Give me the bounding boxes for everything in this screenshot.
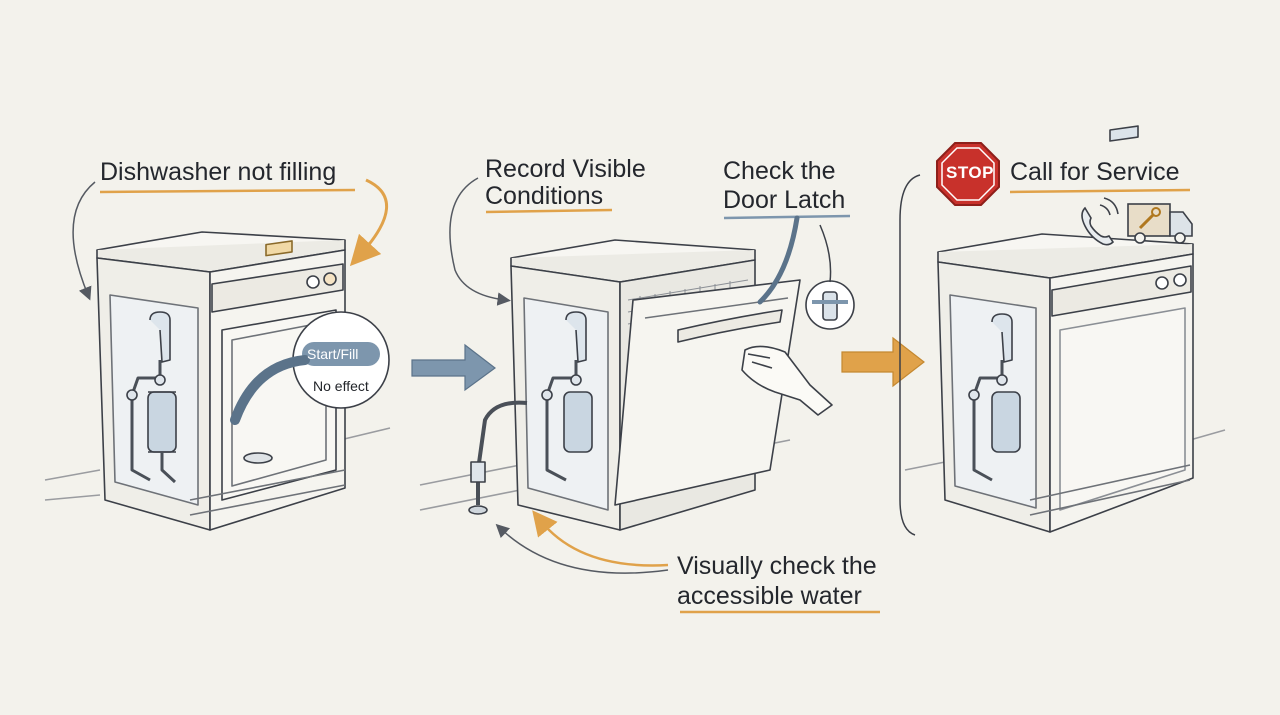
water-title-line1: Visually check the xyxy=(677,552,877,580)
latch-title-line2: Door Latch xyxy=(723,186,846,214)
step-2-title-line2: Conditions xyxy=(485,182,604,210)
bubble-start-fill-label: Start/Fill xyxy=(307,346,359,362)
step-arrow-2 xyxy=(841,336,925,388)
start-fill-bubble xyxy=(230,311,390,425)
service-title-underline xyxy=(1009,188,1191,194)
panel-2-callouts xyxy=(449,177,880,614)
step-3-title: Call for Service xyxy=(1010,158,1180,186)
panel-1-callouts xyxy=(72,178,389,301)
door-latch-zoom xyxy=(805,280,855,330)
panel-2-dishwasher xyxy=(419,239,801,531)
phone-icon xyxy=(1081,197,1119,246)
step-1-title: Dishwasher not filling xyxy=(100,158,337,186)
hand-icon xyxy=(741,345,833,416)
stop-sign-icon xyxy=(936,142,1000,206)
water-title-line2: accessible water xyxy=(677,582,862,610)
panel-3-bracket xyxy=(899,174,921,536)
stop-sign-label: STOP xyxy=(946,163,994,182)
bubble-no-effect-label: No effect xyxy=(313,378,369,394)
service-truck-icon xyxy=(1127,203,1193,244)
step-arrow-1 xyxy=(411,343,497,392)
step-2-title-line1: Record Visible xyxy=(485,155,646,183)
wrench-icon xyxy=(1138,207,1161,230)
panel-3-dishwasher xyxy=(904,125,1226,533)
latch-title-line1: Check the xyxy=(723,157,836,185)
